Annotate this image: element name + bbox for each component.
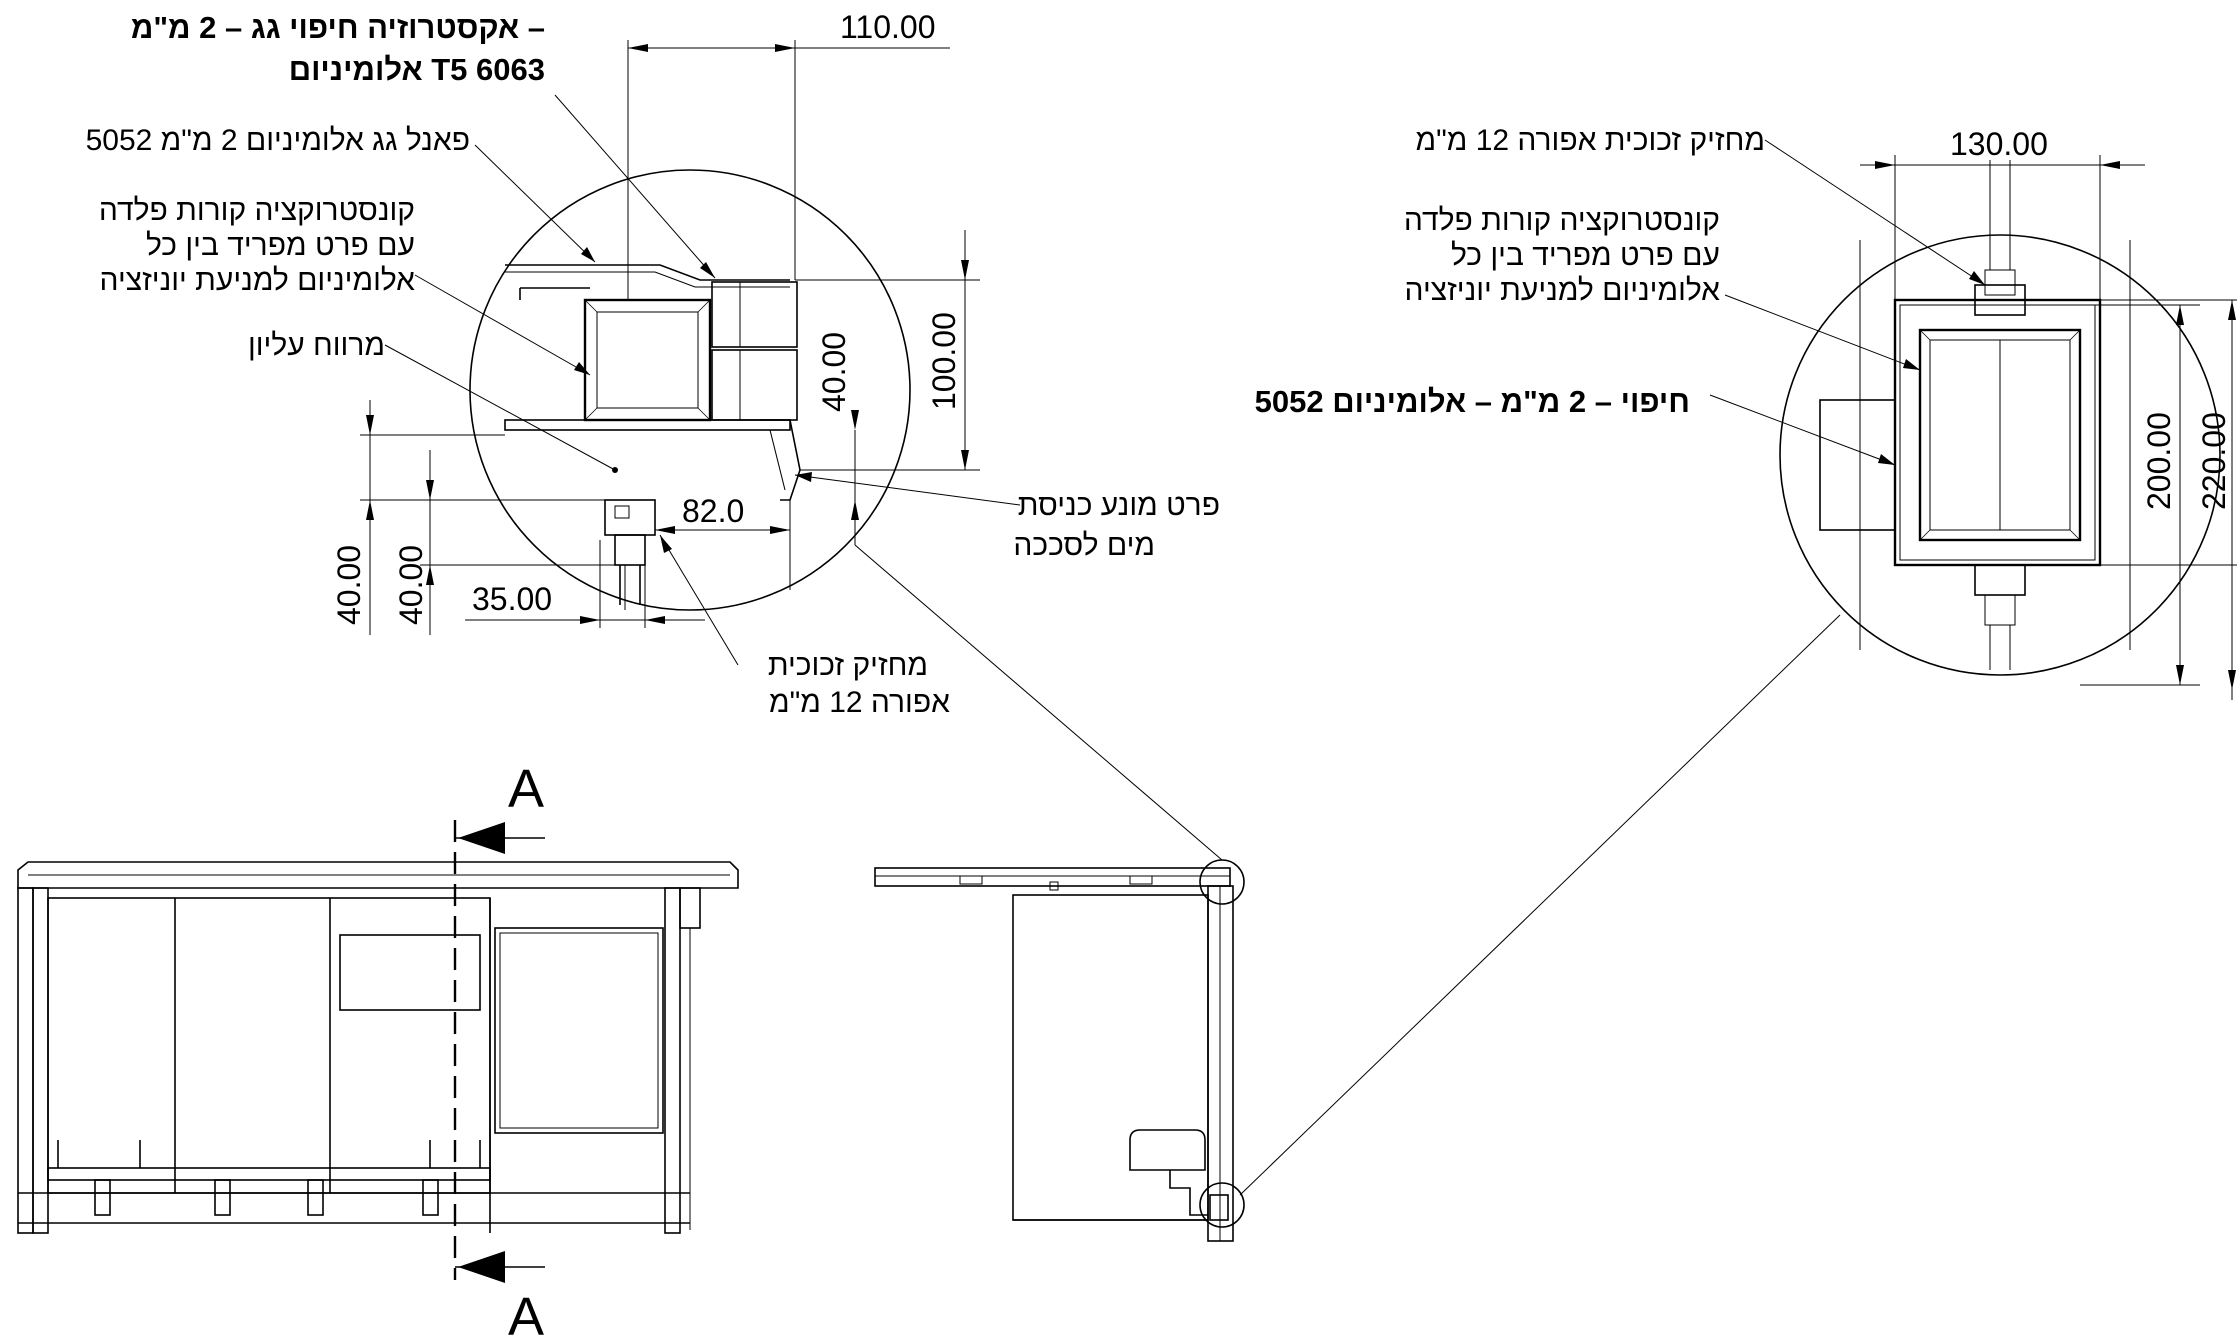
dim-40-left: 40.00: [331, 545, 367, 625]
dim-130: 130.00: [1950, 126, 2048, 162]
front-right-panel: [494, 927, 664, 1134]
front-bench: [47, 1167, 491, 1181]
front-elevation: A A: [17, 759, 739, 1338]
dim-100: 100.00: [926, 312, 962, 410]
glass-holder-bottom: [1974, 564, 2026, 596]
label-steel-left-1: קונסטרוקציה קורות פלדה: [99, 194, 415, 227]
left-labels: אקסטרוזיה חיפוי גג – 2 מ"מ – אלומיניום T…: [86, 10, 1220, 719]
glass-holder-top: [1974, 284, 2026, 316]
dim-220: 220.00: [2196, 412, 2232, 510]
label-water-2: מים לסככה: [1013, 529, 1155, 562]
right-labels: מחזיק זכוכית אפורה 12 מ"מ קונסטרוקציה קו…: [1255, 124, 1765, 419]
roof-panel: [505, 264, 790, 281]
steel-beam-section: [583, 298, 712, 422]
steel-tube: [1918, 328, 2082, 542]
right-leaders: [1709, 139, 1986, 466]
label-water-1: פרט מונע כניסת: [1018, 489, 1220, 522]
dim-40-mid: 40.00: [393, 545, 429, 625]
label-cladding: חיפוי – 2 מ"מ – אלומיניום 5052: [1255, 384, 1690, 419]
detail-circle-roof: [469, 169, 911, 611]
drip-edge: [760, 419, 801, 501]
section-label-top: A: [508, 759, 544, 819]
dim-110: 110.00: [840, 9, 936, 45]
bottom-plate: [504, 419, 791, 431]
label-glass-left-1: מחזיק זכוכית: [768, 649, 928, 682]
dim-82: 82.0: [682, 493, 744, 529]
side-bench: [1129, 1129, 1206, 1171]
dim-40-upper: 40.00: [816, 332, 852, 412]
label-steel-right-2: עם פרט מפריד בין כל: [1451, 239, 1720, 272]
section-label-bottom: A: [508, 1287, 544, 1338]
detail-circle-post: [1779, 234, 2221, 676]
label-glass-left-2: אפורה 12 מ"מ: [769, 686, 950, 719]
post-detail: [1779, 160, 2221, 676]
label-roof-extrusion-1: אקסטרוזיה חיפוי גג – 2 מ"מ –: [131, 10, 545, 45]
label-steel-right-1: קונסטרוקציה קורות פלדה: [1404, 204, 1720, 237]
label-roof-panel: פאנל גג אלומיניום 2 מ"מ 5052: [86, 124, 470, 157]
label-top-gap: מרווח עליון: [248, 329, 385, 362]
label-steel-right-3: אלומיניום למניעת יוניזציה: [1405, 274, 1721, 307]
side-roof: [874, 867, 1231, 887]
left-dimensions: 110.00 100.00 40.00 82.0 35.00 40.00: [331, 9, 980, 635]
side-detail-circle-top: [1199, 859, 1245, 905]
roof-extrusion: [711, 281, 798, 348]
label-steel-left-3: אלומיניום למניעת יוניזציה: [100, 264, 416, 297]
label-roof-extrusion-2: אלומיניום T5 6063: [289, 52, 545, 87]
side-back-panel: [1012, 894, 1209, 1221]
side-detail-circle-bottom: [1199, 1182, 1245, 1228]
label-glass-right: מחזיק זכוכית אפורה 12 מ"מ: [1415, 124, 1765, 157]
right-dimensions: 130.00 200.00 220.00: [1860, 126, 2237, 700]
dim-200: 200.00: [2141, 412, 2177, 510]
roof-edge-detail: [469, 169, 911, 611]
dim-35: 35.00: [472, 581, 552, 617]
front-ad-panel: [339, 934, 481, 1011]
left-leaders: [384, 94, 1021, 666]
side-elevation: [854, 544, 1841, 1242]
glass-holder-profile: [604, 499, 656, 536]
label-steel-left-2: עם פרט מפריד בין כל: [146, 229, 415, 262]
